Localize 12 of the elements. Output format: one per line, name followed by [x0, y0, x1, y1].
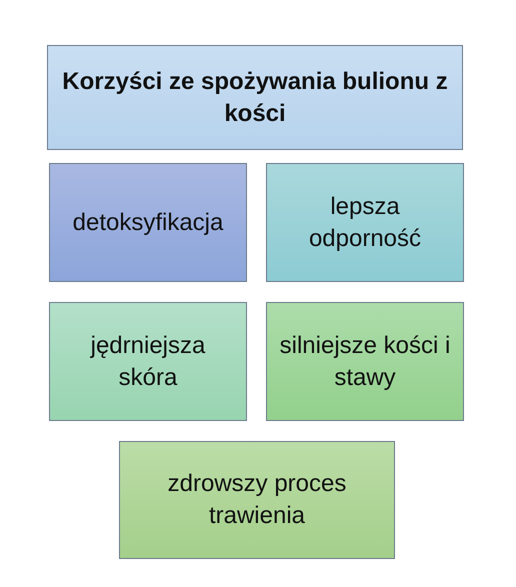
benefit-text: silniejsze kości i stawy: [278, 330, 452, 392]
benefit-box: [49, 302, 247, 421]
benefit-text: jędrniejsza skóra: [89, 330, 206, 392]
title-box: [47, 45, 463, 150]
benefit-box: [266, 163, 464, 282]
benefit-text: zdrowszy proces trawienia: [166, 469, 348, 531]
benefit-box: [119, 441, 395, 559]
title-text: Korzyści ze spożywania bulionu z kości: [61, 66, 449, 128]
benefit-box: [49, 163, 247, 282]
benefit-box: [266, 302, 464, 421]
benefit-text: detoksyfikacja: [72, 208, 224, 238]
benefit-text: lepsza odporność: [308, 192, 422, 254]
